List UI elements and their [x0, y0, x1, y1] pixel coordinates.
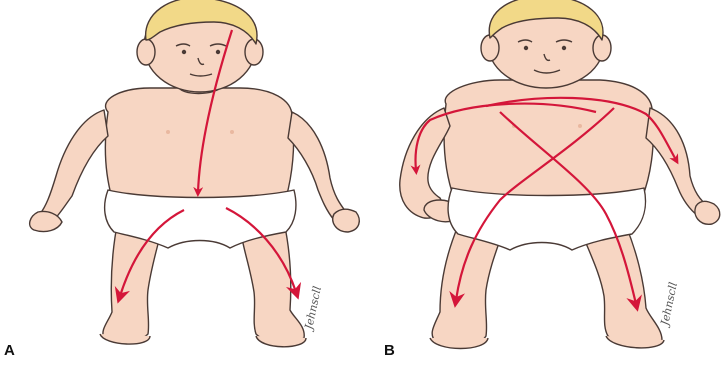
signature-a: Jehnscll	[302, 284, 324, 332]
signature-b: Jehnscll	[658, 280, 680, 328]
baby-a-left-arm	[39, 110, 108, 224]
baby-a-right-arm	[288, 112, 347, 223]
baby-a-right-hand	[333, 209, 360, 232]
panel-label-b: B	[384, 342, 395, 359]
baby-b-right-leg	[580, 226, 662, 345]
baby-b-right-hand	[695, 201, 720, 224]
panel-label-a: A	[4, 342, 15, 359]
